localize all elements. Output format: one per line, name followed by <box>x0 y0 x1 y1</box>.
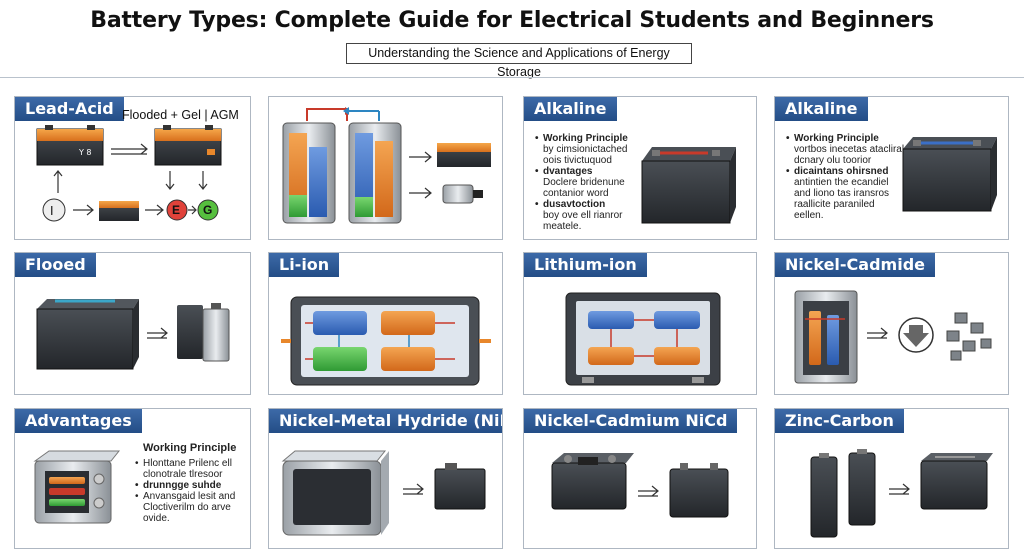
adv-line: Hlonttane Prilenc ell <box>135 458 250 469</box>
panel-title: Lead-Acid <box>15 97 124 121</box>
panel-advantages: Advantages Working Principle Hlonttane P… <box>14 408 251 549</box>
panel-title: Nickel-Metal Hydride (NiMH) <box>269 409 502 433</box>
alk1-line: contanior word <box>543 188 609 199</box>
adv-line: Cloctiverilm do arve <box>143 502 231 513</box>
battery-icon <box>920 453 993 510</box>
battery-icon <box>282 122 336 224</box>
battery-icon <box>33 450 121 524</box>
arrow-right-icon <box>403 483 424 495</box>
alk1-head-2: dusavtoction <box>535 199 653 210</box>
arrow-up-icon <box>306 108 348 121</box>
panel-flooded: Flooed <box>14 252 251 395</box>
panel-zinc-carbon: Zinc-Carbon <box>774 408 1009 549</box>
battery-icon <box>36 299 139 370</box>
panel-title: Alkaline <box>524 97 617 121</box>
panel-title: Nickel-Cadmide <box>775 253 935 277</box>
arrow-up-icon <box>53 170 208 193</box>
battery-icon <box>565 292 721 386</box>
arrow-right-icon <box>889 483 910 495</box>
panel-title: Alkaline <box>775 97 868 121</box>
lead-acid-variants-label: Flooded + Gel | AGM <box>122 108 239 122</box>
page-title: Battery Types: Complete Guide for Electr… <box>90 8 934 33</box>
adv-head: Working Principle <box>143 442 237 454</box>
node-e-label: E <box>172 203 181 217</box>
battery-icon <box>551 453 634 510</box>
panel-title: Nickel-Cadmium NiCd <box>524 409 738 433</box>
arrow-right-icon <box>867 327 888 339</box>
panel-title: Advantages <box>15 409 142 433</box>
alk2-head-0: Working Principle <box>786 133 914 144</box>
battery-icon <box>99 201 139 221</box>
alk2-line: vortbos inecetas atacliral <box>794 144 905 155</box>
alk1-head-0: Working Principle <box>535 133 653 144</box>
battery-icon <box>810 449 876 538</box>
adv-line: Anvansgaid lesit and <box>135 491 250 502</box>
panel-nickel-cadmide: Nickel-Cadmide <box>774 252 1009 395</box>
battery-icon <box>154 125 222 166</box>
node-g-label: G <box>203 203 213 217</box>
alk2-line: eellen. <box>794 210 824 221</box>
arrow-right-icon <box>638 485 659 497</box>
battery-icon <box>794 290 858 384</box>
alk1-head-1: dvantages <box>535 166 653 177</box>
battery-icon <box>902 137 997 212</box>
alk2-line: raallicite paraniled <box>794 199 875 210</box>
panel-title: Zinc-Carbon <box>775 409 904 433</box>
panel-alkaline-2: Alkaline Working Principle vortbos inece… <box>774 96 1009 240</box>
alk1-line: boy ove ell rianror <box>543 210 623 221</box>
battery-icon <box>641 147 736 224</box>
panel-title: Lithium-ion <box>524 253 647 277</box>
arrow-right-icon <box>409 151 432 163</box>
battery-icon <box>669 463 729 518</box>
arrow-down-icon <box>903 325 929 347</box>
adv-line: drunngge suhde <box>135 480 250 491</box>
svg-text:I: I <box>50 204 54 218</box>
panel-alkaline-1: Alkaline Working Principle by cimsionict… <box>523 96 757 240</box>
panel-cell-diagram <box>268 96 503 240</box>
battery-icon: Y 8 <box>36 125 104 166</box>
svg-text:Y 8: Y 8 <box>78 148 92 157</box>
alk1-line: meatele. <box>543 221 582 232</box>
arrow-right-icon <box>147 327 168 339</box>
alk1-line: Doclere bridenune <box>543 177 625 188</box>
alk1-line: oois tivictuquod <box>543 155 612 166</box>
page-subtitle: Understanding the Science and Applicatio… <box>346 43 692 79</box>
battery-icon <box>281 296 491 386</box>
panel-title: Flooed <box>15 253 96 277</box>
alk2-line: dcnary olu toorior <box>794 155 872 166</box>
battery-icon <box>281 450 389 536</box>
panel-li-ion: Li-ion <box>268 252 503 395</box>
alk1-line: by cimsionictached <box>543 144 628 155</box>
alk2-line: antintien the ecandiel <box>794 177 889 188</box>
battery-icon <box>177 303 230 362</box>
alk2-line: and liono tas iransros <box>794 188 890 199</box>
header-divider <box>0 77 1024 78</box>
adv-line: ovide. <box>143 513 170 524</box>
battery-icon <box>348 122 402 224</box>
panel-lead-acid: Lead-Acid Flooded + Gel | AGM Y 8 I <box>14 96 251 240</box>
alk2-head-1: dicaintans ohirsned <box>786 166 914 177</box>
panel-title: Li-ion <box>269 253 340 277</box>
arrow-right-icon <box>111 143 148 155</box>
adv-line: clonotrale tlresoor <box>143 469 223 480</box>
panel-lithium-ion: Lithium-ion <box>523 252 757 395</box>
battery-icon <box>434 463 486 510</box>
panel-nicd: Nickel-Cadmium NiCd <box>523 408 757 549</box>
panel-nimh: Nickel-Metal Hydride (NiMH) <box>268 408 503 549</box>
